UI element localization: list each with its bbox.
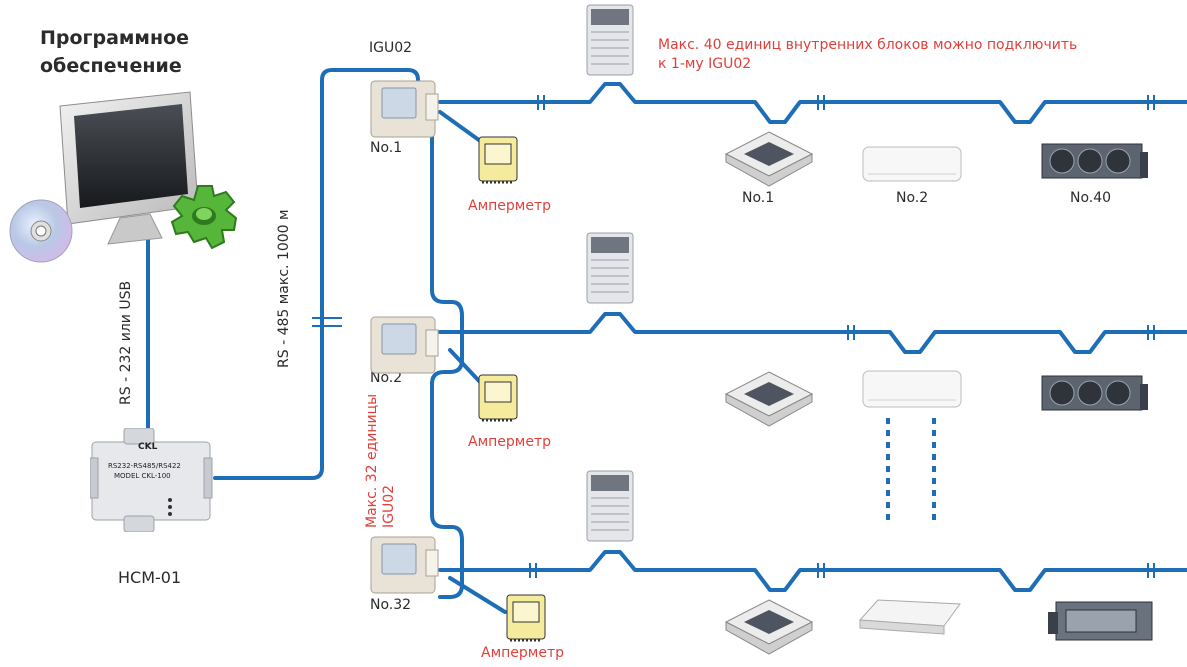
- outdoor-unit-2-icon: [586, 232, 634, 304]
- igu-32-label: No.32: [370, 597, 412, 613]
- meter-3-wire: [448, 576, 507, 614]
- igu-1-label: No.1: [370, 140, 403, 156]
- igu-2-controller-icon: [370, 316, 439, 374]
- cassette-unit-3-icon: [724, 599, 814, 655]
- outdoor-unit-3-icon: [586, 470, 634, 542]
- meter-3-label: Амперметр: [481, 645, 565, 661]
- duct-unit-1-icon: [1041, 143, 1148, 179]
- cassette-unit-1-icon: [724, 131, 814, 187]
- gear-icon: [170, 185, 238, 250]
- note-max32: Макс. 32 единицы IGU02: [364, 394, 398, 528]
- gateway-brand: CKL: [138, 442, 158, 452]
- software-title: Программное обеспечение: [40, 24, 189, 80]
- software-title-line2: обеспечение: [40, 55, 182, 77]
- software-title-line1: Программное: [40, 27, 190, 49]
- igu-32-controller-icon: [370, 536, 439, 594]
- meter-2-wire: [448, 348, 482, 384]
- usb-link-label: RS - 232 или USB: [118, 280, 134, 405]
- note-max40-line1: Макс. 40 единиц внутренних блоков можно …: [658, 37, 1078, 53]
- gateway-model-line1: RS232-RS485/RS422: [108, 462, 181, 470]
- gateway-label: HCM-01: [118, 568, 182, 587]
- indoor-label-2: No.2: [896, 190, 929, 206]
- ceiling-unit-icon: [858, 599, 961, 635]
- ammeter-2-icon: [478, 374, 518, 422]
- igu-bus: [430, 128, 464, 599]
- meter-2-label: Амперметр: [468, 434, 552, 450]
- indoor-label-1: No.1: [742, 190, 775, 206]
- note-max40-line2: к 1-му IGU02: [658, 56, 752, 72]
- igu-2-label: No.2: [370, 370, 403, 386]
- wall-unit-1-icon: [862, 146, 962, 182]
- gateway-model-line2: MODEL CKL-100: [114, 472, 171, 480]
- igu-1-controller-icon: [370, 80, 439, 138]
- row-3-line: [438, 550, 1187, 592]
- rs485-link-label: RS - 485 макс. 1000 м: [276, 209, 292, 368]
- duct-unit-2-icon: [1041, 375, 1148, 411]
- wall-unit-2-icon: [862, 370, 962, 408]
- rs485-cable: [213, 68, 420, 480]
- indoor-label-40: No.40: [1070, 190, 1112, 206]
- cd-disc-icon: [9, 199, 73, 263]
- gateway-hcm01: CKL RS232-RS485/RS422 MODEL CKL-100: [90, 428, 214, 532]
- computer-monitor-icon: [59, 91, 199, 245]
- meter-1-label: Амперметр: [468, 198, 552, 214]
- igu-title: IGU02: [369, 40, 413, 56]
- outdoor-unit-1-icon: [586, 4, 634, 76]
- note-max32-line2: IGU02: [381, 484, 397, 528]
- row-2-line: [438, 312, 1187, 354]
- ammeter-1-icon: [478, 136, 518, 184]
- ammeter-3-icon: [506, 594, 546, 642]
- cassette-unit-2-icon: [724, 371, 814, 427]
- row-1-line: [438, 82, 1187, 124]
- duct-unit-3-icon: [1048, 601, 1153, 641]
- gateway-body-icon: [90, 428, 213, 532]
- note-max40: Макс. 40 единиц внутренних блоков можно …: [658, 36, 1077, 74]
- note-max32-line1: Макс. 32 единицы: [364, 393, 380, 528]
